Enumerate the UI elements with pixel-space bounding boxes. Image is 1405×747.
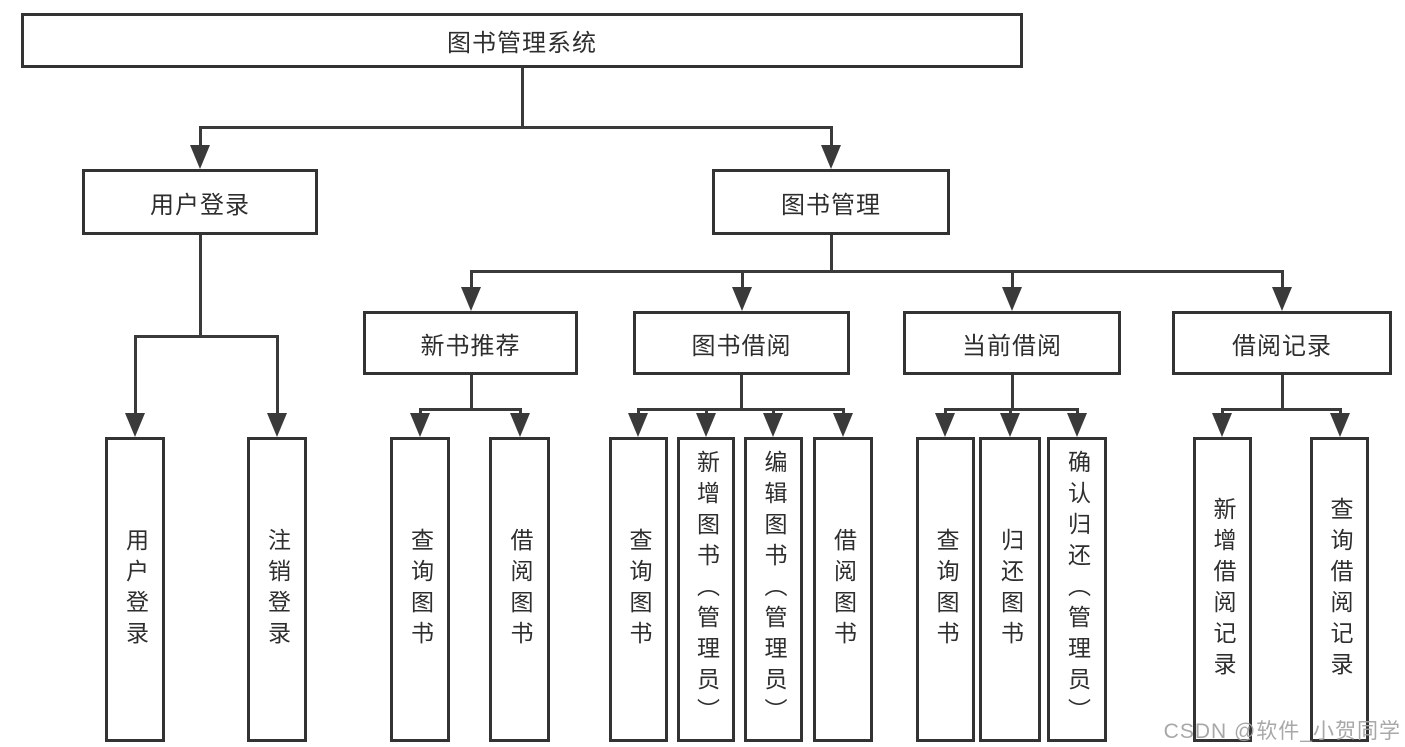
- connector-line: [419, 408, 422, 416]
- arrowhead-down-icon: [1000, 413, 1020, 437]
- leaf-add-borrow-record-label: 新增借阅记录: [1210, 496, 1236, 683]
- connector-line: [842, 408, 845, 416]
- leaf-query-books-recommend-label: 查询图书: [407, 527, 434, 652]
- connector-line: [419, 408, 522, 411]
- arrowhead-down-icon: [628, 413, 648, 437]
- connector-line: [830, 235, 833, 272]
- node-new-book-recommend-label: 新书推荐: [420, 332, 521, 360]
- leaf-query-books-current: 查询图书: [916, 437, 975, 742]
- leaf-add-borrow-record: 新增借阅记录: [1193, 437, 1252, 742]
- connector-line: [1076, 408, 1079, 416]
- node-user-login: 用户登录: [82, 169, 318, 235]
- node-user-login-label: 用户登录: [150, 191, 250, 219]
- leaf-logout: 注销登录: [247, 437, 307, 742]
- connector-line: [1011, 375, 1014, 410]
- arrowhead-down-icon: [1272, 287, 1292, 311]
- connector-line: [199, 126, 202, 146]
- connector-line: [134, 335, 278, 338]
- connector-line: [637, 408, 844, 411]
- node-book-borrowing-label: 图书借阅: [691, 332, 792, 360]
- arrowhead-down-icon: [935, 413, 955, 437]
- arrowhead-down-icon: [461, 287, 481, 311]
- arrowhead-down-icon: [510, 413, 530, 437]
- leaf-borrow-books-recommend-label: 借阅图书: [507, 527, 533, 652]
- leaf-add-books-admin-label: 新增图书（管理员）: [693, 450, 720, 729]
- connector-line: [519, 408, 522, 416]
- connector-line: [944, 408, 947, 416]
- connector-line: [740, 375, 743, 410]
- connector-line: [1009, 408, 1012, 416]
- connector-line: [741, 270, 744, 288]
- leaf-query-books-borrowing-label: 查询图书: [626, 527, 652, 652]
- connector-line: [1281, 270, 1284, 288]
- leaf-return-books: 归还图书: [979, 437, 1041, 742]
- arrowhead-down-icon: [833, 413, 853, 437]
- leaf-query-borrow-record: 查询借阅记录: [1310, 437, 1369, 742]
- node-borrowing-records-label: 借阅记录: [1232, 332, 1332, 360]
- arrowhead-down-icon: [1002, 287, 1022, 311]
- leaf-confirm-return-admin: 确认归还（管理员）: [1047, 437, 1107, 742]
- leaf-confirm-return-admin-label: 确认归还（管理员）: [1064, 450, 1091, 729]
- arrowhead-down-icon: [1212, 413, 1232, 437]
- connector-line: [276, 335, 279, 415]
- arrowhead-down-icon: [125, 413, 145, 437]
- node-book-borrowing: 图书借阅: [633, 311, 850, 375]
- leaf-query-books-borrowing: 查询图书: [609, 437, 668, 742]
- node-new-book-recommend: 新书推荐: [363, 311, 578, 375]
- arrowhead-down-icon: [821, 145, 841, 169]
- leaf-borrow-books-recommend: 借阅图书: [489, 437, 550, 742]
- node-current-borrowing: 当前借阅: [903, 311, 1121, 375]
- leaf-borrow-books: 借阅图书: [813, 437, 873, 742]
- leaf-borrow-books-label: 借阅图书: [830, 527, 857, 652]
- node-current-borrowing-label: 当前借阅: [962, 332, 1062, 360]
- leaf-user-login-label: 用户登录: [122, 527, 149, 652]
- connector-line: [1221, 408, 1224, 416]
- leaf-edit-books-admin: 编辑图书（管理员）: [744, 437, 803, 742]
- leaf-return-books-label: 归还图书: [997, 527, 1024, 652]
- arrowhead-down-icon: [763, 413, 783, 437]
- connector-line: [1221, 408, 1341, 411]
- connector-line: [1339, 408, 1342, 416]
- leaf-add-books-admin: 新增图书（管理员）: [677, 437, 735, 742]
- connector-line: [637, 408, 640, 416]
- leaf-edit-books-admin-label: 编辑图书（管理员）: [761, 450, 787, 729]
- node-root-label: 图书管理系统: [447, 30, 597, 57]
- leaf-query-books-recommend: 查询图书: [390, 437, 450, 742]
- connector-line: [772, 408, 775, 416]
- node-borrowing-records: 借阅记录: [1172, 311, 1392, 375]
- leaf-user-login: 用户登录: [105, 437, 165, 742]
- leaf-query-borrow-record-label: 查询借阅记录: [1327, 496, 1353, 683]
- connector-line: [470, 375, 473, 410]
- arrowhead-down-icon: [732, 287, 752, 311]
- arrowhead-down-icon: [190, 145, 210, 169]
- connector-line: [199, 126, 832, 129]
- node-root-system: 图书管理系统: [21, 13, 1023, 68]
- watermark: CSDN @软件_小贺同学: [1163, 720, 1401, 743]
- connector-line: [705, 408, 708, 416]
- connector-line: [134, 335, 137, 415]
- leaf-logout-label: 注销登录: [264, 527, 291, 652]
- node-book-management: 图书管理: [712, 169, 950, 235]
- connector-line: [470, 270, 473, 288]
- leaf-query-books-current-label: 查询图书: [933, 527, 959, 652]
- connector-line: [470, 270, 1283, 273]
- connector-line: [1281, 375, 1284, 410]
- arrowhead-down-icon: [1067, 413, 1087, 437]
- node-book-management-label: 图书管理: [781, 191, 881, 219]
- arrowhead-down-icon: [267, 413, 287, 437]
- arrowhead-down-icon: [410, 413, 430, 437]
- arrowhead-down-icon: [696, 413, 716, 437]
- arrowhead-down-icon: [1330, 413, 1350, 437]
- connector-line: [830, 126, 833, 146]
- connector-line: [1011, 270, 1014, 288]
- connector-line: [521, 68, 524, 128]
- connector-line: [199, 235, 202, 337]
